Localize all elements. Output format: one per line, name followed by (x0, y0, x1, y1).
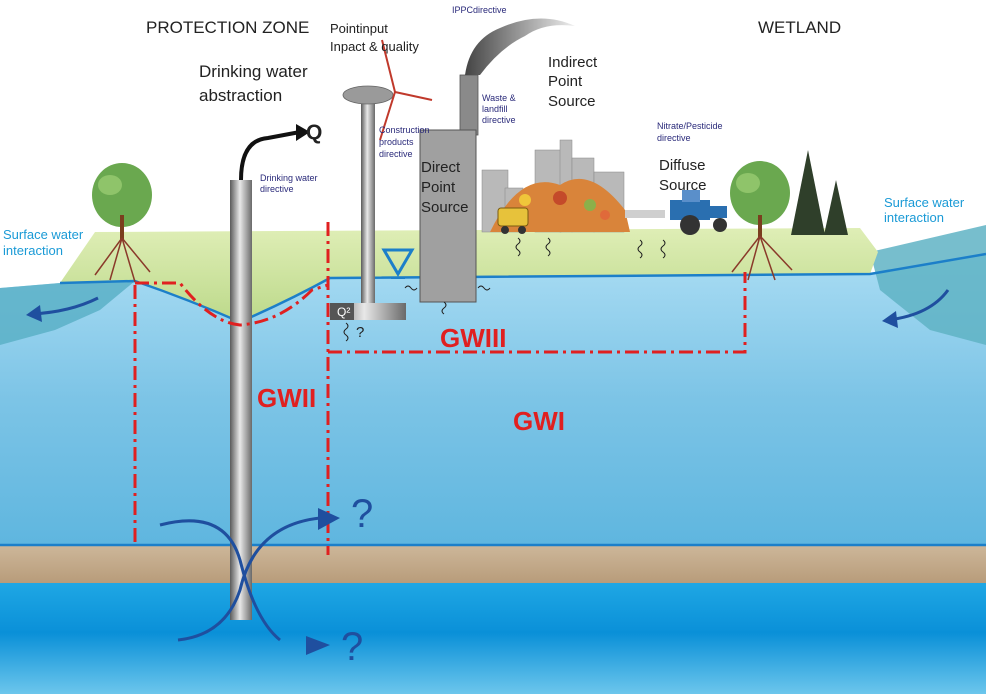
indirect-point-source-label-3: Source (548, 93, 596, 110)
waste-landfill-directive-2: landfill (482, 104, 508, 114)
indirect-point-source-label-1: Indirect (548, 54, 598, 71)
gw2-label: GWII (257, 383, 316, 413)
point-input-label: Pointinput (330, 21, 388, 36)
unknown-small-label: ? (356, 324, 364, 341)
arrowheads (26, 305, 898, 655)
gw1-label: GWI (513, 406, 565, 436)
q2-label: Q² (337, 305, 350, 319)
diffuse-source-label-2: Source (659, 177, 707, 194)
direct-point-source-label-2: Point (421, 179, 456, 196)
direct-point-source-label-3: Source (421, 199, 469, 216)
surface-water-interaction-left-1: Surface water (3, 227, 84, 242)
ippc-directive-label: IPPCdirective (452, 5, 507, 15)
drinking-water-directive-1: Drinking water (260, 173, 318, 183)
nitrate-pesticide-directive-2: directive (657, 133, 691, 143)
labels: PROTECTION ZONE WETLAND Pointinput Inpac… (3, 5, 965, 669)
construction-directive-2: products (379, 137, 414, 147)
surface-water-right (870, 225, 986, 345)
waste-landfill-directive-1: Waste & (482, 93, 516, 103)
surface-water-left (0, 281, 135, 345)
confining-layer (0, 543, 986, 583)
aquifer (0, 255, 986, 545)
waste-landfill-directive-3: directive (482, 115, 516, 125)
direct-point-source-label-1: Direct (421, 159, 461, 176)
surface-water-interaction-right-2: interaction (884, 210, 944, 225)
construction-directive-3: directive (379, 149, 413, 159)
water-table-icon (381, 248, 415, 279)
drinking-water-directive-2: directive (260, 184, 294, 194)
tree-icon-left (92, 163, 152, 283)
q-label: Q (306, 121, 322, 144)
zone-boundaries (133, 222, 747, 555)
direct-point-source-building (419, 129, 477, 303)
surface-water-interaction-right-1: Surface water (884, 195, 965, 210)
impact-quality-label: Inpact & quality (330, 39, 419, 54)
tractor-icon (625, 190, 727, 235)
unknown-flow-label-1: ? (351, 492, 373, 536)
conifer-icon (791, 150, 848, 235)
construction-directive-1: Construction (379, 125, 430, 135)
drinking-water-abstraction-label-2: abstraction (199, 86, 282, 105)
deep-aquifer (0, 583, 986, 694)
nitrate-pesticide-directive-1: Nitrate/Pesticide (657, 121, 723, 131)
tree-icon-right (730, 161, 793, 281)
protection-zone-label: PROTECTION ZONE (146, 18, 309, 37)
gw3-label: GWIII (440, 323, 506, 353)
wind-turbine-icon (330, 39, 433, 320)
drinking-water-abstraction-label-1: Drinking water (199, 62, 308, 81)
drinking-water-well (230, 124, 310, 620)
surface-water-interaction-left-2: interaction (3, 243, 63, 258)
landfill (490, 178, 630, 234)
leaching-squiggles (343, 237, 666, 342)
unknown-flow-label-2: ? (341, 625, 363, 669)
indirect-point-source-label-2: Point (548, 73, 583, 90)
diffuse-source-label-1: Diffuse (659, 157, 705, 174)
wetland-label: WETLAND (758, 18, 841, 37)
